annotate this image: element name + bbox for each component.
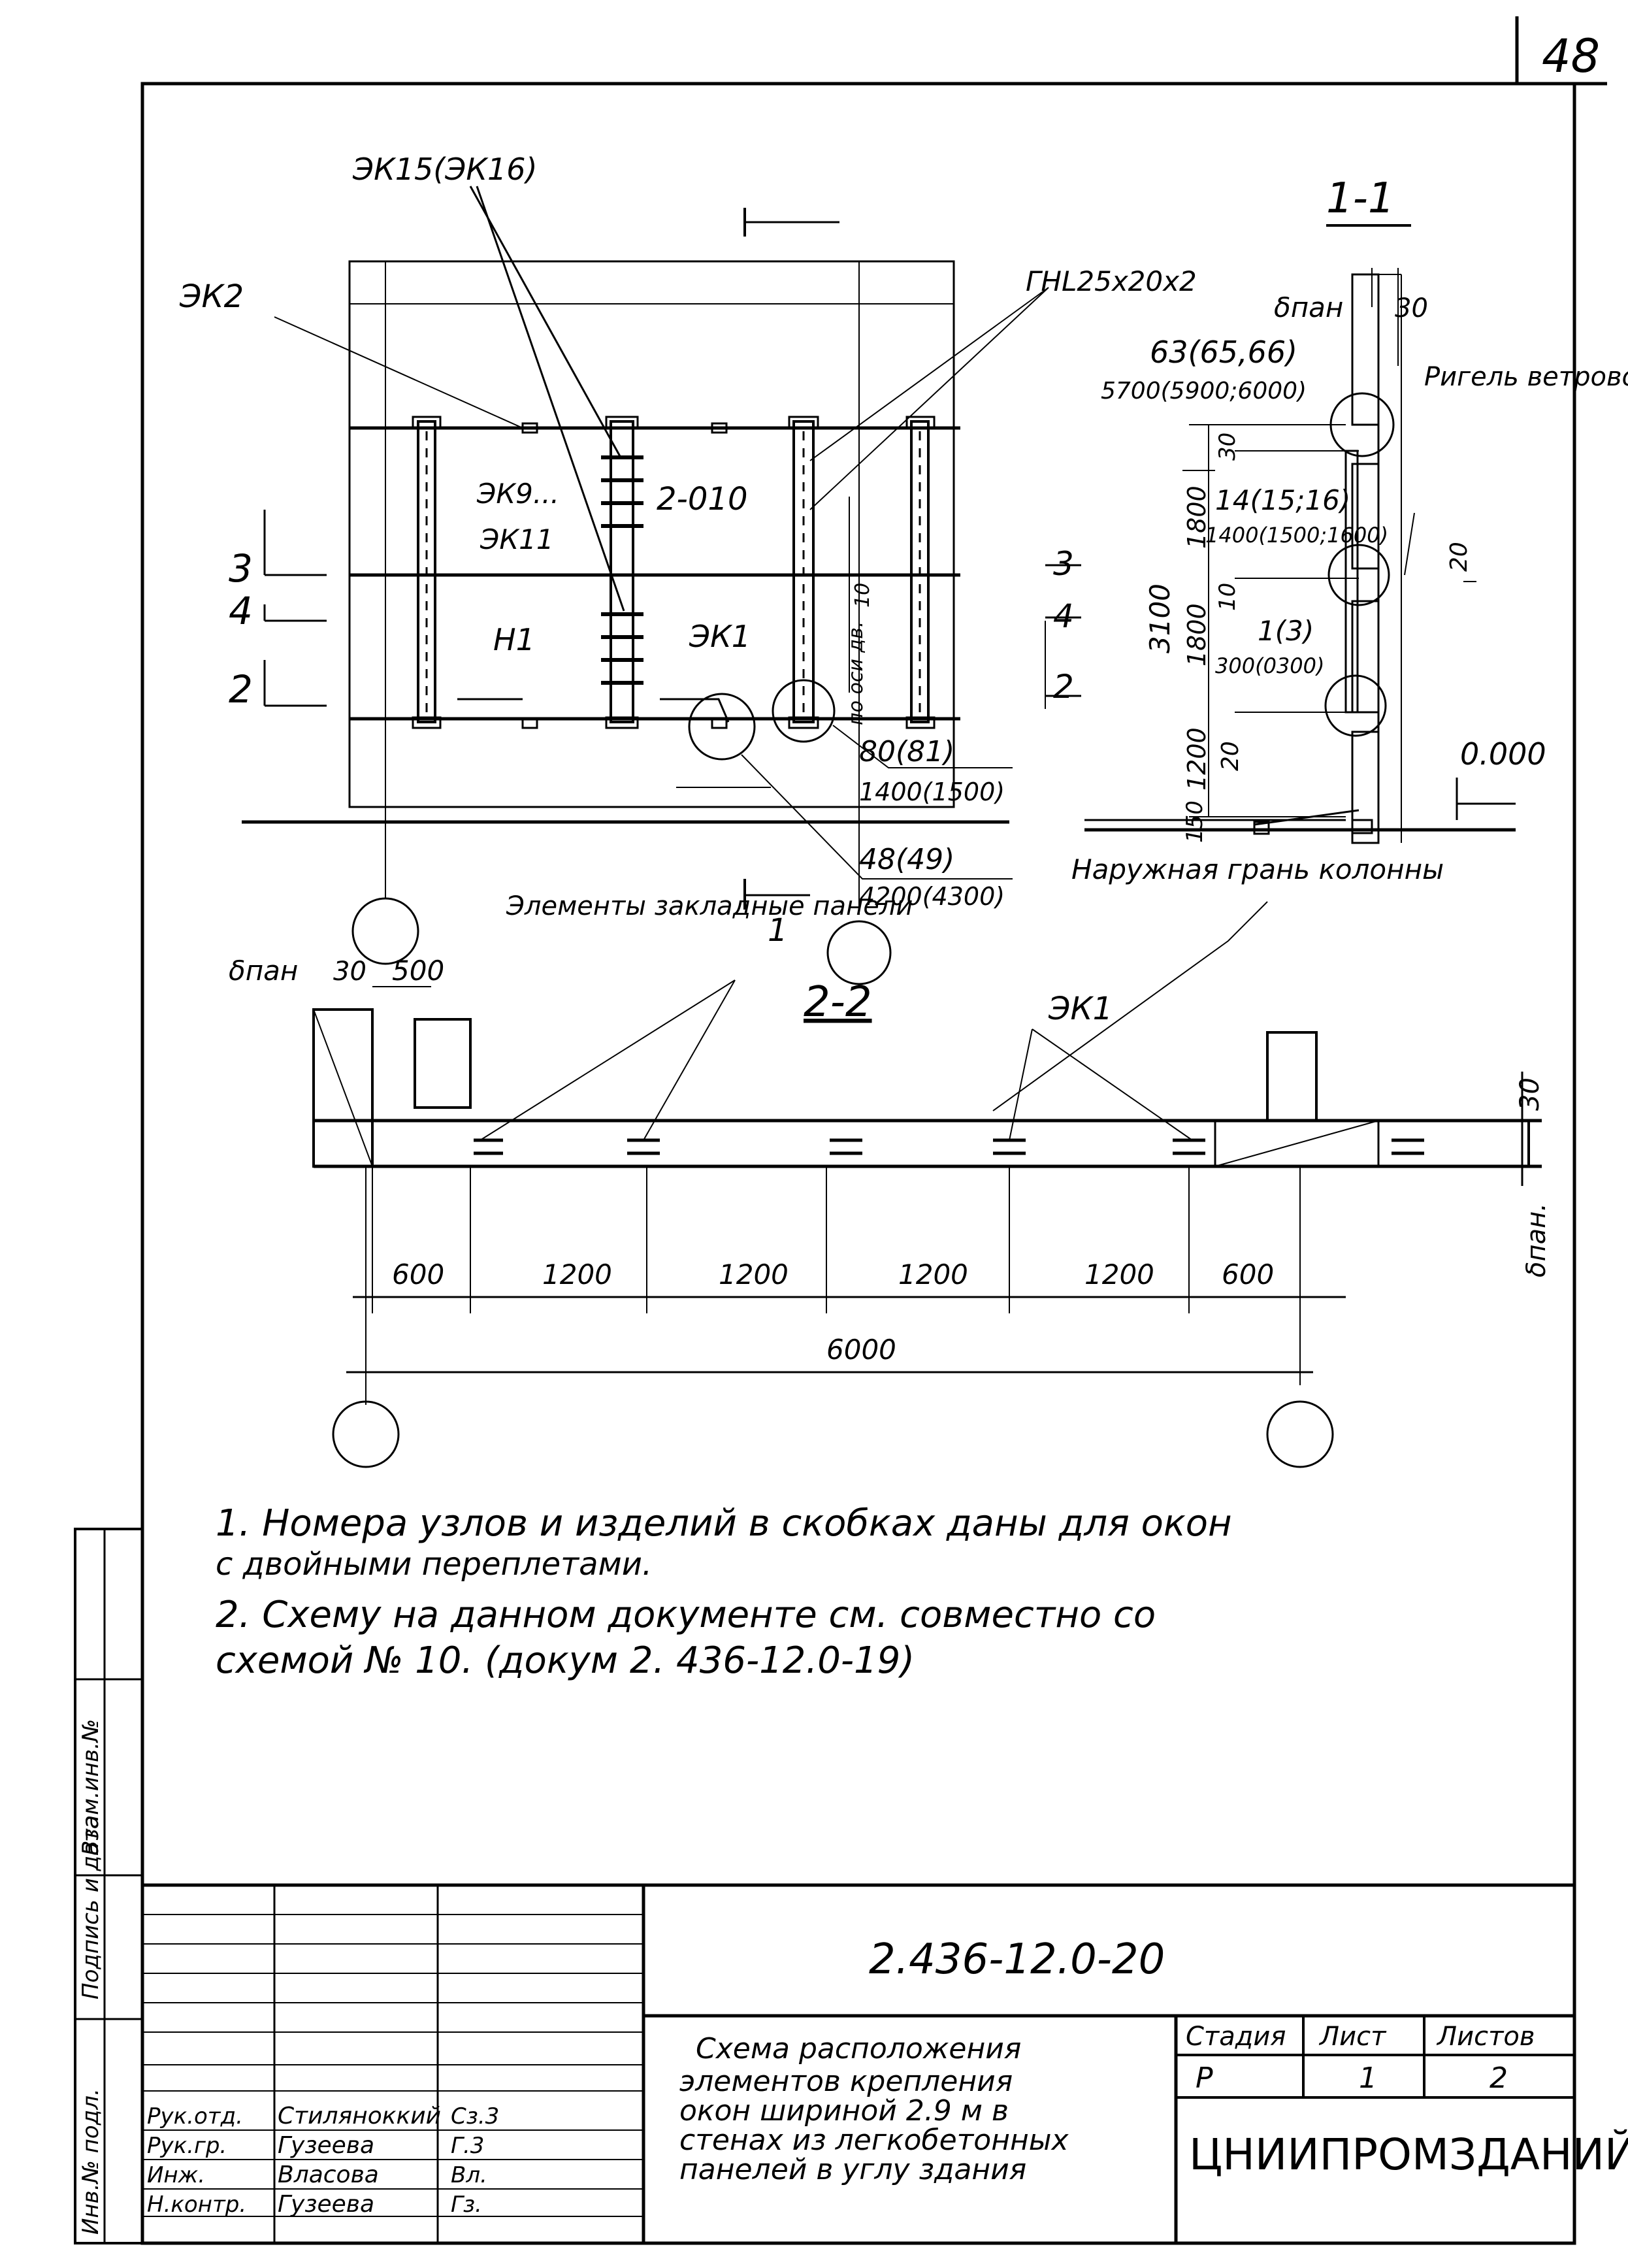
- doc-title-line-2: элементов крепления: [679, 2065, 1013, 2098]
- section-1-1-dim-1400: 1400(1500;1600): [1205, 523, 1388, 548]
- plan-view: [242, 186, 1081, 985]
- section-1-1-rigel: Ригель ветровой: [1424, 362, 1628, 392]
- section-2-2-right-delta: δпан.: [1522, 1203, 1552, 1277]
- signer-sign-3: Вл.: [451, 2162, 487, 2188]
- plan-level-right-4: 4: [1053, 597, 1074, 635]
- sheets-value: 2: [1490, 2062, 1508, 2095]
- section-2-2-dim-1: 600: [392, 1258, 444, 1290]
- plan-label-ek9: ЭК9...: [476, 478, 559, 510]
- organization-name: ЦНИИПРОМЗДАНИЙ: [1189, 2129, 1628, 2180]
- plan-label-node-2-010: 2-010: [657, 481, 747, 518]
- plan-cut-marker: 1: [768, 912, 788, 949]
- section-1-1-delta-pan: δпан: [1274, 291, 1343, 323]
- doc-title-line-5: панелей в углу здания: [679, 2153, 1026, 2186]
- note-line-4: схемой № 10. (докум 2. 436-12.0-19): [216, 1639, 915, 1682]
- signer-sign-4: Гз.: [451, 2192, 482, 2218]
- section-1-1-node-14: 14(15;16): [1215, 484, 1350, 516]
- section-1-1-v-1200: 1200: [1182, 727, 1211, 791]
- note-line-3: 2. Схему на данном документе см. совмест…: [216, 1594, 1156, 1636]
- plan-label-dim-1400: 1400(1500): [859, 778, 1005, 806]
- doc-title-line-3: окон шириной 2.9 м в: [679, 2094, 1009, 2128]
- section-2-2-dim-30: 30: [333, 957, 366, 987]
- plan-level-left-2: 2: [229, 667, 253, 712]
- section-1-1-dim-30: 30: [1395, 293, 1428, 323]
- section-1-1-node-1-3: 1(3): [1258, 615, 1314, 647]
- section-2-2-embedded: Элементы закладные панели: [506, 891, 913, 921]
- signer-name-3: Власова: [278, 2161, 379, 2188]
- section-1-1-v-3100: 3100: [1144, 583, 1176, 653]
- signer-name-4: Гузеева: [278, 2191, 374, 2218]
- section-2-2-dim-3: 1200: [719, 1258, 789, 1290]
- section-1-1: [992, 224, 1516, 1111]
- plan-level-left-3: 3: [229, 546, 253, 591]
- sheet-number: 48: [1542, 29, 1600, 83]
- sheet-frame: [140, 16, 1607, 2245]
- plan-label-ek15: ЭК15(ЭК16): [352, 152, 538, 187]
- signer-sign-2: Г.3: [451, 2133, 484, 2159]
- signer-sign-1: Сз.3: [451, 2103, 499, 2129]
- side-stamp-inv-podl: Инв.№ подл.: [78, 2088, 104, 2235]
- section-2-2-dim-5: 1200: [1084, 1258, 1154, 1290]
- section-2-2-dim-6: 600: [1222, 1258, 1274, 1290]
- signer-role-2: Рук.гр.: [147, 2133, 227, 2159]
- plan-level-right-3: 3: [1053, 545, 1074, 583]
- section-2-2-ek1: ЭК1: [1048, 991, 1113, 1027]
- section-1-1-level-000: 0.000: [1460, 736, 1546, 772]
- side-stamp-signature-date: Подпись и дата: [78, 1815, 104, 1999]
- section-2-2-dim-4: 1200: [898, 1258, 968, 1290]
- signer-name-1: Стиляноккий: [278, 2103, 441, 2129]
- plan-label-ek2: ЭК2: [179, 278, 244, 315]
- stage-header: Стадия: [1186, 2022, 1286, 2052]
- section-1-1-node-63: 63(65,66): [1150, 335, 1297, 370]
- signer-role-4: Н.контр.: [147, 2192, 246, 2218]
- section-1-1-outer-face: Наружная грань колонны: [1071, 853, 1444, 885]
- section-2-2-right-30: 30: [1515, 1077, 1545, 1111]
- section-1-1-v-150: 150: [1182, 800, 1208, 843]
- section-2-2: [312, 979, 1542, 1468]
- section-1-1-title: 1-1: [1326, 174, 1395, 223]
- plan-label-angle: ГНL25x20x2: [1026, 265, 1197, 297]
- section-1-1-dim-10b: 10: [1214, 583, 1241, 611]
- section-2-2-title: 2-2: [804, 978, 872, 1027]
- signer-name-2: Гузеева: [278, 2132, 374, 2159]
- note-line-1: 1. Номера узлов и изделий в скобках даны…: [216, 1502, 1232, 1545]
- plan-label-n1: Н1: [493, 622, 535, 657]
- section-1-1-v-1800a: 1800: [1182, 485, 1211, 549]
- section-1-1-dim-30b: 30: [1214, 433, 1241, 461]
- plan-label-vertical-note: по оси дв.: [845, 621, 868, 725]
- plan-label-node-80: 80(81): [859, 735, 954, 768]
- section-2-2-total: 6000: [826, 1334, 896, 1366]
- section-1-1-v-1800b: 1800: [1182, 603, 1211, 666]
- sheets-header: Листов: [1436, 2022, 1535, 2052]
- doc-number: 2.436-12.0-20: [869, 1935, 1165, 1984]
- section-2-2-dim-2: 1200: [542, 1258, 612, 1290]
- section-1-1-dim-20a: 20: [1446, 542, 1473, 572]
- plan-label-ek1: ЭК1: [689, 619, 751, 654]
- plan-level-left-4: 4: [229, 589, 253, 633]
- plan-label-node-48: 48(49): [859, 843, 954, 876]
- sheet-value: 1: [1359, 2062, 1377, 2095]
- doc-title-line-4: стенах из легкобетонных: [679, 2124, 1069, 2157]
- title-block: [142, 1883, 1574, 2243]
- section-1-1-dim-300: 300(0300): [1215, 653, 1324, 678]
- section-2-2-dim-500: 500: [392, 955, 444, 987]
- section-1-1-dim-20b: 20: [1217, 741, 1244, 771]
- signer-role-1: Рук.отд.: [147, 2103, 243, 2129]
- signer-role-3: Инж.: [147, 2162, 205, 2188]
- doc-title-line-1: Схема расположения: [696, 2032, 1021, 2065]
- stage-value: Р: [1196, 2062, 1213, 2095]
- plan-label-ek11: ЭК11: [480, 523, 554, 555]
- note-line-2: с двойными переплетами.: [216, 1546, 652, 1583]
- section-2-2-delta-pan: δпан: [229, 955, 298, 987]
- sheet-header: Лист: [1318, 2022, 1387, 2052]
- section-1-1-dim-5700: 5700(5900;6000): [1101, 378, 1307, 404]
- plan-level-right-2: 2: [1053, 668, 1074, 706]
- plan-label-dim-4200: 4200(4300): [859, 882, 1005, 911]
- plan-label-dim-10: 10: [851, 583, 874, 608]
- side-stamp-replace-inv: Взам.инв.№: [78, 1719, 104, 1856]
